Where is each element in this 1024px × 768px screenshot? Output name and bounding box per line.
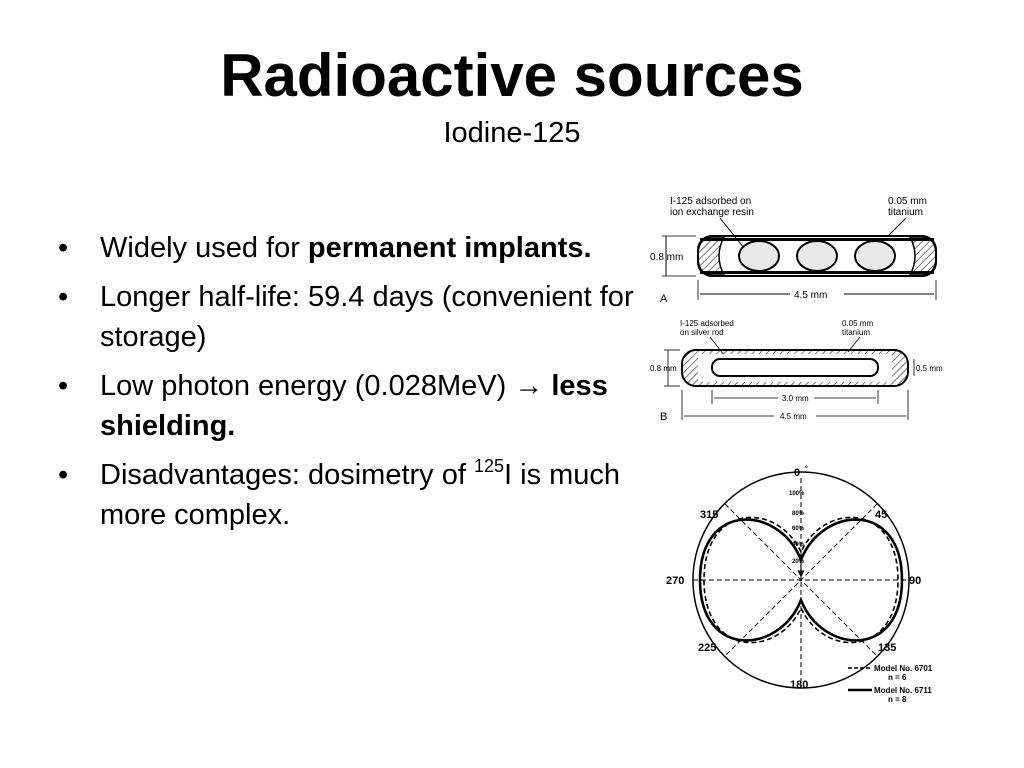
ring-label: 60% (792, 526, 805, 532)
angle-label: 135 (878, 642, 896, 654)
resin-bead (854, 240, 896, 272)
legend-label-6701: Model No. 6701 (874, 664, 933, 673)
wall-label-line2: titanium (888, 207, 923, 218)
resin-bead (796, 240, 838, 272)
rod-label-line1: I-125 adsorbed (680, 319, 734, 328)
svg-text:°: ° (805, 465, 808, 473)
silver-rod (711, 358, 879, 377)
ring-label: 80% (792, 511, 805, 517)
slide-title: Radioactive sources (220, 42, 804, 109)
bullet-item: Disadvantages: dosimetry of 125I is much… (58, 455, 638, 535)
bullet-item: Widely used for permanent implants. (58, 228, 638, 268)
bullet-text: Widely used for (100, 232, 308, 264)
polar-legend: Model No. 6701 n = 6 Model No. 6711 n = … (848, 664, 933, 704)
dose-curve-model-6701 (703, 516, 899, 644)
resin-bead (738, 240, 780, 272)
bullet-item: Low photon energy (0.028MeV) → less shie… (58, 366, 638, 446)
angle-label: 90 (909, 575, 921, 587)
ring-label: 20% (792, 559, 805, 565)
resin-label-line1: I-125 adsorbed on (670, 196, 751, 207)
diameter-label: 0.8 mm (650, 252, 683, 263)
figure-letter: A (660, 293, 668, 305)
diameter-label: 0.8 mm (650, 364, 677, 373)
bullet-bold-text: permanent implants. (307, 232, 592, 264)
legend-count-6711: n = 8 (888, 695, 907, 704)
seed-a-diagram: I-125 adsorbed on ion exchange resin 0.0… (650, 196, 937, 305)
bullet-bold-text: less shielding. (100, 370, 608, 442)
figure-letter: B (660, 411, 667, 423)
angle-label: 270 (666, 575, 684, 587)
ring-label: 100% (789, 491, 805, 497)
bullet-text: Disadvantages: dosimetry of (100, 459, 474, 491)
seed-b-diagram: I-125 adsorbed on silver rod 0.05 mm tit… (650, 319, 943, 423)
bullet-text: I is much more complex. (100, 459, 621, 531)
bullet-text: Low photon energy (0.028MeV) → (100, 370, 552, 402)
angle-label: 0 (794, 467, 800, 479)
resin-label-line2: ion exchange resin (670, 207, 754, 218)
legend-label-6711: Model No. 6711 (874, 686, 932, 695)
angle-label: 45 (875, 509, 887, 521)
polar-dose-diagram: 100% 80% 60% 40% 20% 0 ° 45 90 135 180 2… (666, 465, 933, 704)
angle-label: 225 (698, 642, 716, 654)
rod-length-label: 3.0 mm (782, 394, 809, 403)
ring-label: 40% (792, 542, 805, 548)
bullet-text: Longer half-life: 59.4 days (convenient … (100, 281, 634, 353)
angle-label: 315 (700, 509, 718, 521)
rod-label-line2: on silver rod (680, 328, 724, 337)
wall-label-line1: 0.05 mm (888, 196, 927, 207)
wall-label-line2: titanium (842, 328, 870, 337)
legend-count-6701: n = 6 (888, 673, 907, 682)
rod-diameter-label: 0.5 mm (916, 364, 943, 373)
angle-label: 180 (790, 679, 808, 691)
wall-label-line1: 0.05 mm (842, 319, 873, 328)
superscript-mass-number: 125 (473, 456, 505, 476)
bullet-list: Widely used for permanent implants. Long… (58, 228, 638, 544)
length-label: 4.5 mm (794, 290, 827, 301)
length-label: 4.5 mm (780, 412, 807, 421)
bullet-item: Longer half-life: 59.4 days (convenient … (58, 277, 638, 357)
dose-curve-model-6711 (698, 518, 904, 642)
slide-subtitle: Iodine-125 (443, 117, 581, 149)
